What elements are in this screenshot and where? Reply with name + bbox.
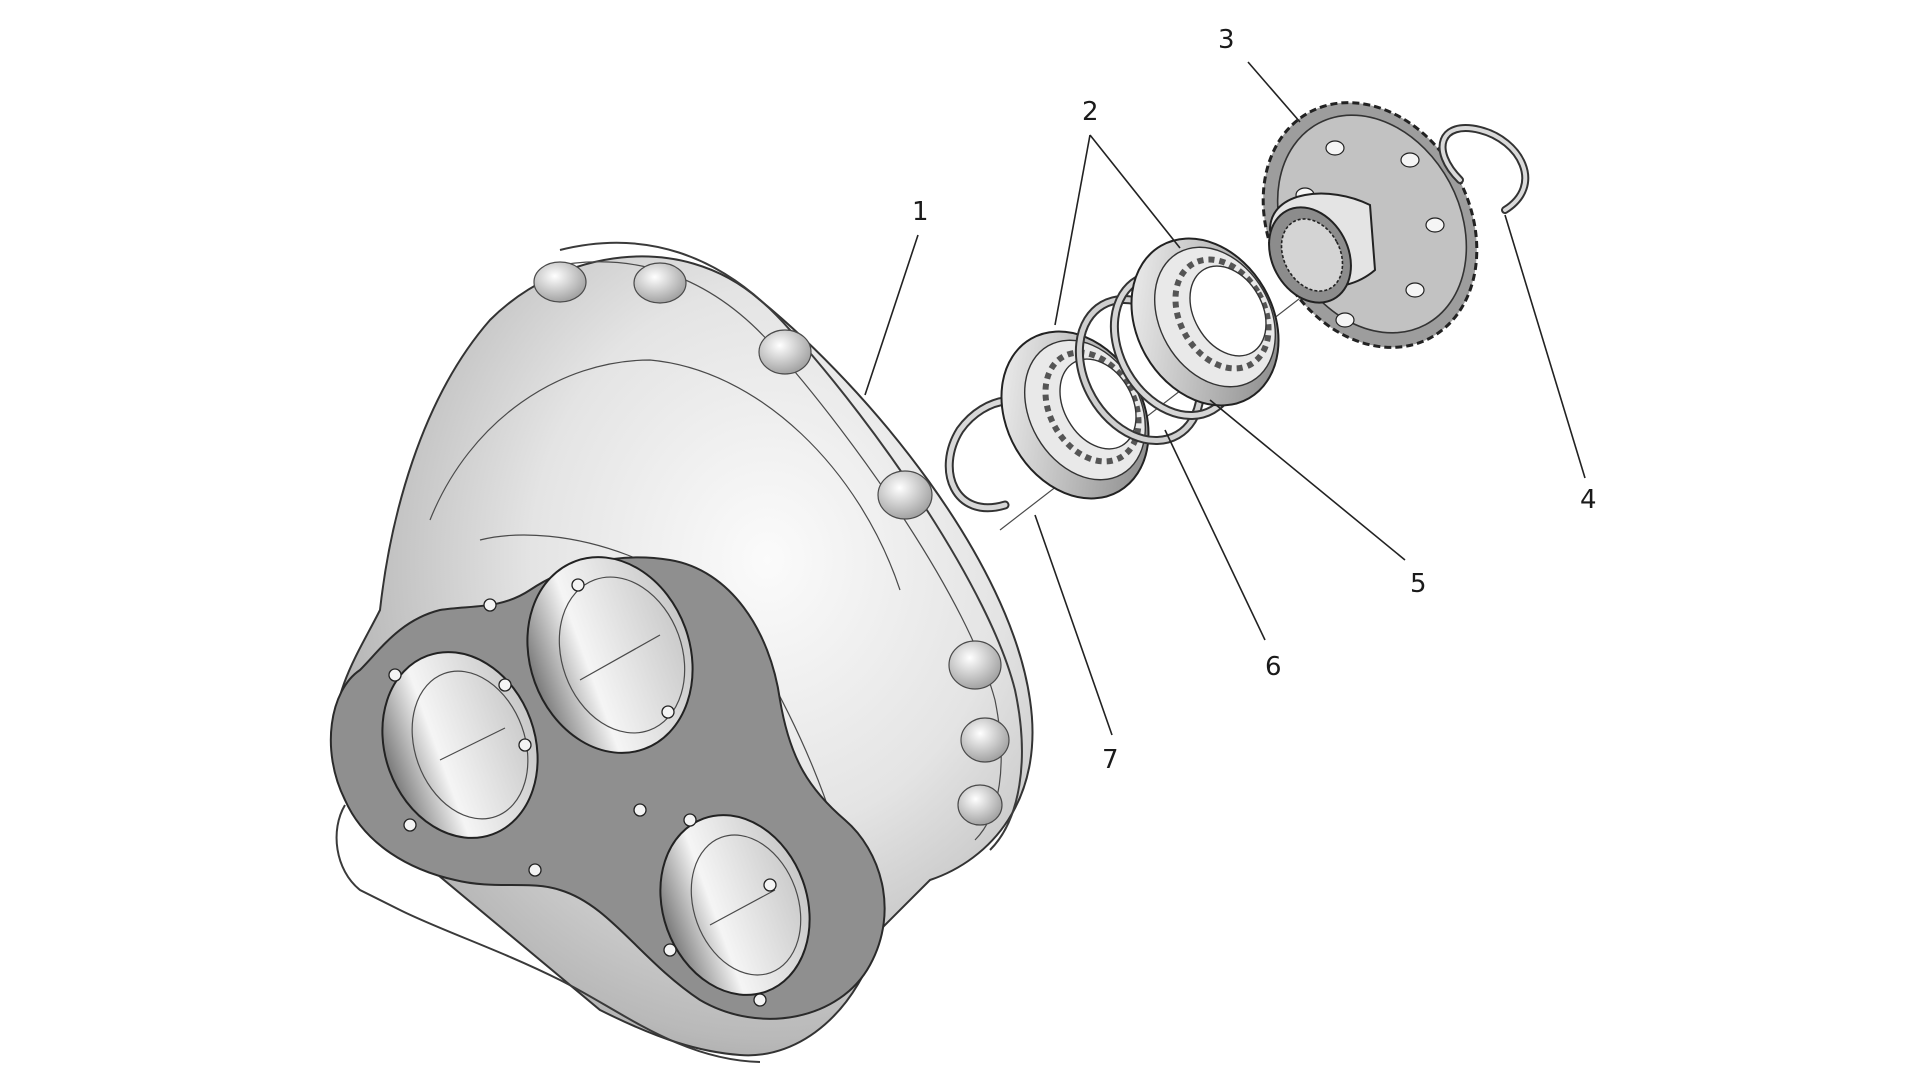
callout-4: 4: [1580, 485, 1597, 515]
callout-2: 2: [1082, 97, 1099, 127]
bore-left: [381, 651, 539, 839]
callout-5: 5: [1410, 569, 1427, 599]
callout-6: 6: [1265, 652, 1282, 682]
gear-part-3: [1261, 101, 1479, 349]
flange-bolt-holes: [388, 578, 777, 1007]
callout-labels: 1 2 3 4 5 6 7: [912, 25, 1597, 775]
dome-contour: [429, 359, 901, 591]
rim-bosses: [533, 261, 1010, 826]
callout-7: 7: [1102, 745, 1119, 775]
housing-part-1: [329, 241, 1034, 1063]
callout-3: 3: [1218, 25, 1235, 55]
retaining-ring-part-4: [1438, 124, 1530, 214]
bore-bottom: [659, 814, 811, 996]
flange-edge-highlight: [335, 804, 761, 1063]
callout-1: 1: [912, 197, 929, 227]
leader-lines: [864, 61, 1586, 736]
bearing-part-2-rear: [1130, 237, 1280, 407]
bore-top: [526, 556, 694, 754]
